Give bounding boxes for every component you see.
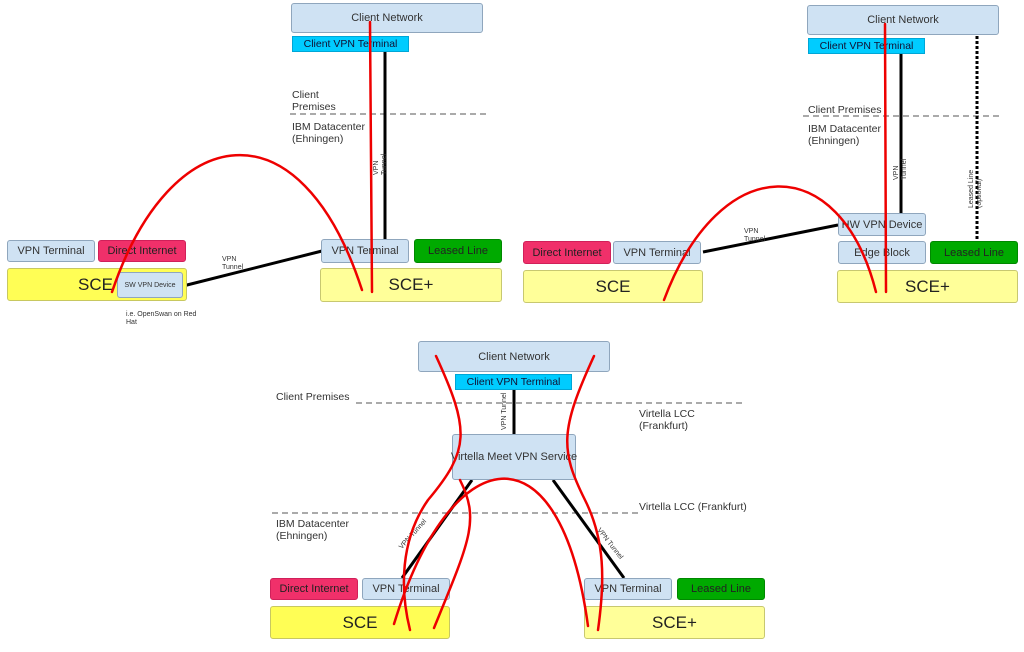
client-network-box-b: Client Network: [418, 341, 610, 372]
sce-plus-box-b: SCE+: [584, 606, 765, 639]
client-network-box-tl: Client Network: [291, 3, 483, 33]
client-premises-label-b: Client Premises: [276, 391, 350, 403]
client-vpn-terminal-box-b: Client VPN Terminal: [455, 374, 572, 390]
ibm-datacenter-label-tr: IBM Datacenter (Ehningen): [808, 123, 881, 147]
traffic-path-tl-vertical: [368, 20, 374, 294]
leased-line-box-tl: Leased Line: [414, 239, 502, 263]
client-premises-label-tl: Client Premises: [292, 89, 336, 113]
client-vpn-terminal-box-tl: Client VPN Terminal: [292, 36, 409, 52]
traffic-path-b-outer-right: [565, 354, 604, 632]
client-vpn-terminal-box-tr: Client VPN Terminal: [808, 38, 925, 54]
traffic-path-tr-arc: [662, 185, 878, 302]
sce-box-b: SCE: [270, 606, 450, 639]
traffic-path-tl-arc: [110, 153, 364, 294]
link-vpn-tunnel-tl: [182, 249, 323, 288]
vpn-terminal-box-tr: VPN Terminal: [613, 241, 701, 264]
hw-vpn-device-box-tr: HW VPN Device: [838, 213, 926, 236]
sw-vpn-device-box-tl: SW VPN Device: [117, 272, 183, 298]
traffic-path-b-outer-left: [402, 354, 462, 632]
link-vpn-tunnel-tr: [702, 223, 839, 254]
virtella-lcc-bottom-label-b: Virtella LCC (Frankfurt): [639, 501, 747, 513]
client-premises-label-tr: Client Premises: [808, 104, 882, 116]
direct-internet-box-tl: Direct Internet: [98, 240, 186, 262]
openswan-note-tl: i.e. OpenSwan on Red Hat: [126, 311, 197, 326]
traffic-path-b-inner-arc: [392, 477, 590, 628]
vpn-terminal-box-tl-left: VPN Terminal: [7, 240, 95, 262]
sce-label-tl: SCE: [78, 274, 113, 294]
ibm-datacenter-label-b: IBM Datacenter (Ehningen): [276, 518, 349, 542]
traffic-path-b-inner-left: [432, 478, 472, 630]
direct-internet-box-b: Direct Internet: [270, 578, 358, 600]
leased-line-box-b: Leased Line: [677, 578, 765, 600]
vpn-terminal-box-b-right: VPN Terminal: [584, 578, 672, 600]
direct-internet-box-tr: Direct Internet: [523, 241, 611, 264]
link-vpn-tunnel-right-b: [551, 479, 626, 579]
sce-plus-box-tl: SCE+: [320, 268, 502, 302]
client-network-box-tr: Client Network: [807, 5, 999, 35]
sce-plus-box-tr: SCE+: [837, 270, 1018, 303]
virtella-lcc-top-label-b: Virtella LCC (Frankfurt): [639, 408, 695, 432]
vpn-tunnel-label-tl: VPN Tunnel: [222, 256, 244, 271]
vpn-tunnel-label-tr: VPN Tunnel: [744, 228, 766, 243]
ibm-datacenter-label-tl: IBM Datacenter (Ehningen): [292, 121, 365, 145]
traffic-path-tr-vertical: [883, 22, 888, 294]
leased-line-box-tr: Leased Line: [930, 241, 1018, 264]
